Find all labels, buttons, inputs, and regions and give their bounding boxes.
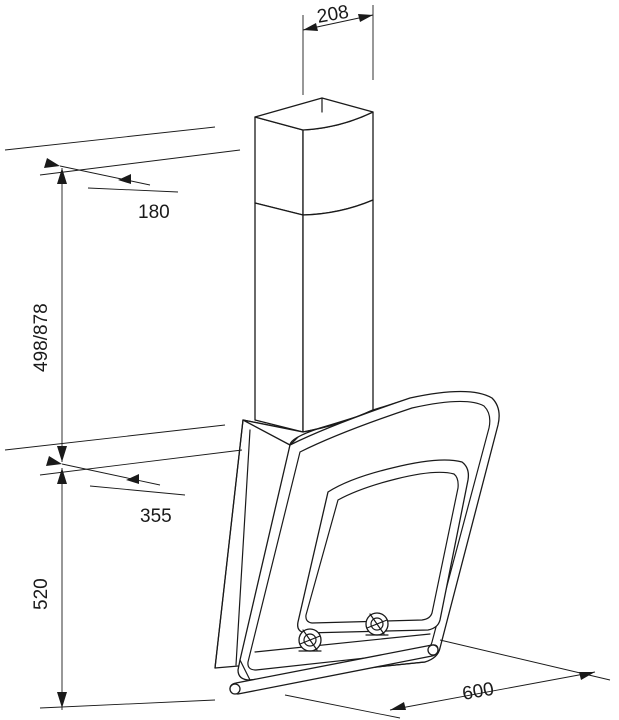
label-hood-height: 520 [31, 578, 52, 610]
chimney [254, 97, 374, 433]
control-knobs [298, 612, 389, 652]
dim-chimney-height [57, 168, 67, 462]
lower-chimney-front [254, 202, 304, 433]
hood-front-bevel [247, 400, 491, 671]
left-control-knob [298, 628, 322, 652]
dim-hood-depth [4, 424, 243, 496]
dim-hood-width [284, 639, 611, 719]
dim-chimney-depth [4, 126, 241, 193]
upper-chimney-top-flange [254, 97, 374, 131]
label-hood-depth: 355 [140, 506, 172, 527]
lower-chimney-side [302, 199, 374, 433]
label-chimney-depth: 180 [138, 202, 170, 223]
right-control-knob [365, 612, 389, 636]
label-chimney-width: 208 [316, 2, 351, 28]
hood-body [214, 390, 500, 681]
label-hood-width: 600 [461, 679, 496, 705]
dim-hood-height [39, 468, 216, 710]
upper-chimney-front [254, 116, 304, 216]
hood-window-glass [305, 471, 459, 624]
front-handle-bar [229, 644, 439, 695]
dimension-lines [4, 5, 611, 719]
label-chimney-height: 498/878 [31, 303, 52, 372]
dim-chimney-width [302, 5, 374, 95]
